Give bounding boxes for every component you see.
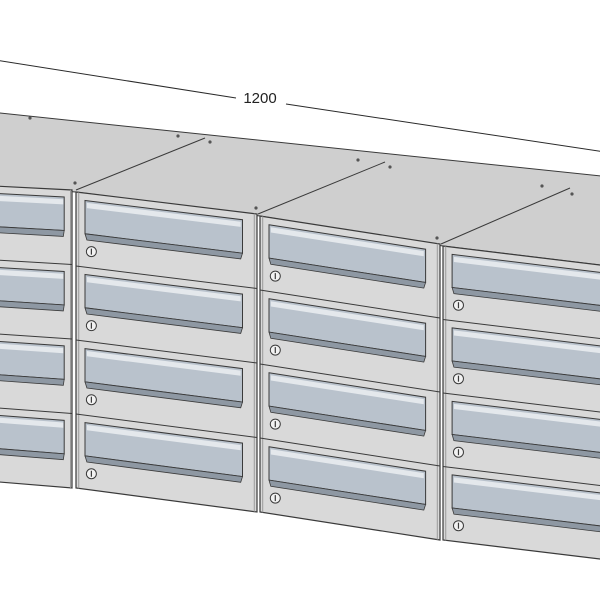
mailbox-unit [268, 224, 427, 289]
row-divider [75, 339, 258, 364]
mailbox-unit [0, 259, 73, 312]
flap-lip [451, 360, 600, 386]
flap-lip [451, 507, 600, 533]
mailbox-unit [259, 363, 441, 437]
row-divider [0, 259, 73, 265]
dimension-label: 1200 [240, 90, 280, 108]
row-divider [0, 333, 73, 340]
flap-highlight [0, 195, 64, 205]
mailbox-unit [442, 392, 600, 459]
flap-highlight [0, 417, 64, 428]
flap-lip [0, 448, 65, 461]
screw-dot [28, 116, 32, 120]
letter-slot-flap [451, 253, 600, 306]
flap-highlight [270, 449, 424, 479]
flap-highlight [86, 277, 241, 302]
dimension-line-left [0, 60, 237, 99]
flap-lip [268, 257, 427, 289]
row-divider [442, 392, 600, 413]
mailbox-unit [451, 253, 600, 312]
mailbox-column [259, 215, 441, 541]
flap-lip [84, 233, 244, 260]
flap-highlight [0, 343, 64, 354]
dimension-line [0, 60, 600, 152]
screw-dot [208, 140, 212, 144]
flap-lip [268, 331, 427, 363]
flap-lip [84, 455, 244, 483]
row-divider [259, 363, 441, 393]
mailbox-unit [259, 289, 441, 363]
mailbox-unit [84, 199, 244, 260]
flap-highlight [270, 375, 424, 405]
flap-highlight [453, 477, 600, 501]
mailbox-unit [259, 437, 441, 511]
flap-highlight [270, 227, 424, 257]
flap-highlight [86, 351, 241, 376]
mailbox-unit [75, 265, 258, 334]
row-divider [259, 437, 441, 467]
flap-lip [451, 287, 600, 312]
flap-highlight [86, 425, 241, 451]
row-divider [75, 413, 258, 438]
flap-lip [268, 405, 427, 437]
row-divider [442, 466, 600, 486]
dimension-line-right [285, 103, 600, 152]
mailbox-unit [75, 339, 258, 409]
flap-lip [0, 226, 65, 237]
mailbox-unit [0, 193, 65, 237]
letter-slot-flap [451, 400, 600, 453]
mailbox-column [75, 191, 258, 513]
screw-dot [73, 181, 77, 185]
row-divider [0, 407, 73, 414]
screw-dot [356, 158, 360, 162]
flap-highlight [270, 301, 424, 331]
top-seam [257, 161, 386, 215]
letter-slot-flap [451, 474, 600, 527]
flap-lip [84, 307, 244, 334]
flap-highlight [453, 256, 600, 280]
flap-highlight [86, 202, 241, 227]
flap-lip [451, 434, 600, 459]
mailbox-unit [442, 466, 600, 533]
mailbox-unit [0, 333, 73, 386]
screw-dot [388, 165, 392, 169]
flap-lip [268, 479, 427, 511]
flap-highlight [453, 330, 600, 354]
mailbox-unit [442, 319, 600, 386]
flap-highlight [453, 403, 600, 427]
mailbox-column [0, 185, 73, 489]
top-seam [75, 137, 206, 191]
top-seam [440, 187, 571, 245]
screw-dot [540, 184, 544, 188]
screw-dot [435, 236, 439, 240]
row-divider [259, 289, 441, 319]
mailbox-unit [75, 413, 258, 483]
screw-dot [254, 206, 258, 210]
mailbox-unit [0, 407, 73, 461]
screw-dot [570, 192, 574, 196]
flap-lip [0, 374, 65, 386]
flap-lip [0, 300, 65, 312]
letter-slot-flap [451, 327, 600, 380]
row-divider [75, 265, 258, 289]
mailbox-front [0, 185, 600, 560]
flap-lip [84, 381, 244, 409]
screw-dot [176, 134, 180, 138]
mailbox-column [442, 245, 600, 560]
row-divider [442, 319, 600, 339]
flap-highlight [0, 269, 64, 279]
